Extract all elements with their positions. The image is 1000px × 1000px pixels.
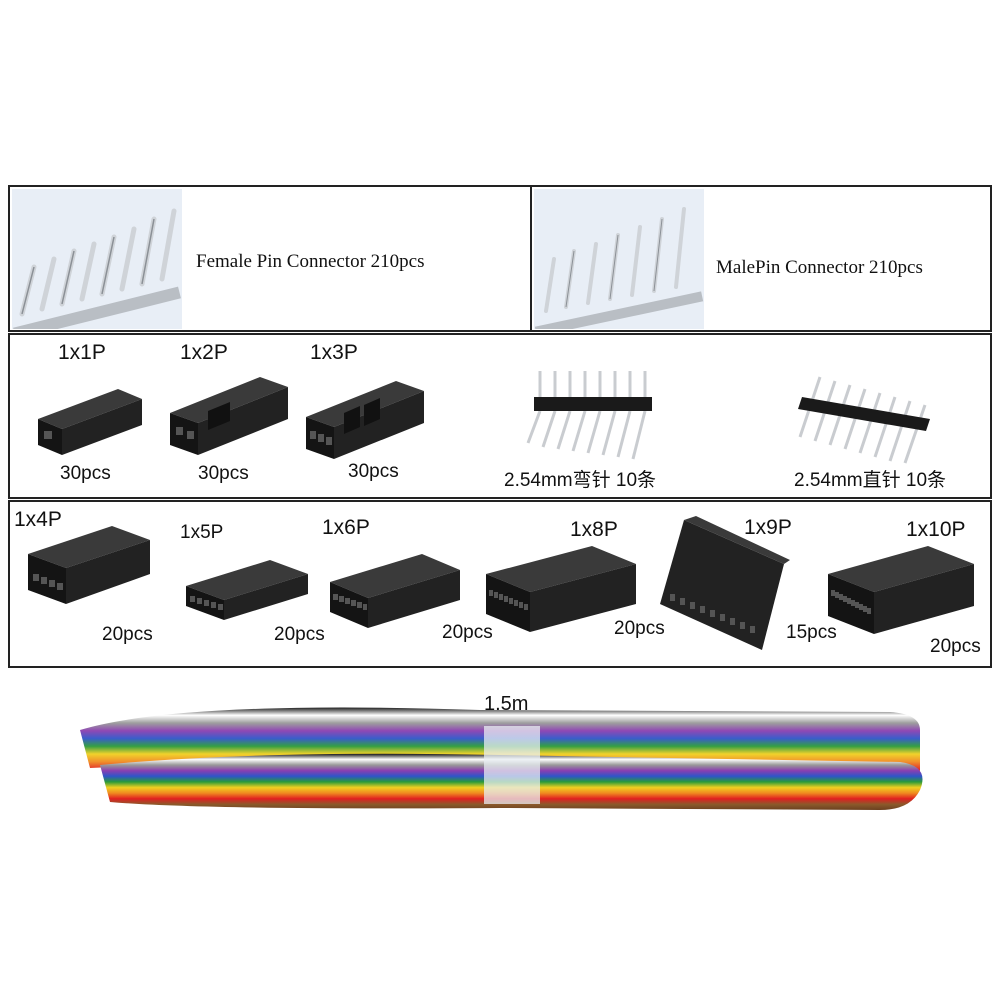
housing-1x8p-title: 1x8P	[570, 518, 618, 541]
cable-length-label: 1.5m	[484, 693, 529, 715]
housing-1x10p-image	[828, 546, 974, 634]
straight-header-image	[798, 376, 930, 464]
housing-1x4p-image	[28, 526, 150, 604]
housing-1x1p-qty: 30pcs	[60, 463, 111, 484]
housing-1x2p-title: 1x2P	[180, 341, 228, 364]
housing-1x8p-image	[486, 546, 636, 632]
housing-1x10p-qty: 20pcs	[930, 636, 981, 657]
housing-1x1p-title: 1x1P	[58, 341, 106, 364]
housing-1x6p-title: 1x6P	[322, 516, 370, 539]
male-pin-label: MalePin Connector 210pcs	[716, 257, 923, 278]
female-pins-photo	[12, 189, 182, 340]
housing-1x2p-image	[170, 377, 288, 455]
female-pin-strip-image	[13, 208, 181, 340]
housing-1x5p-title: 1x5P	[180, 522, 224, 543]
housing-1x9p-image	[660, 516, 790, 650]
housing-1x10p-title: 1x10P	[906, 518, 966, 541]
housing-1x6p-image	[330, 554, 460, 628]
housing-1x9p-qty: 15pcs	[786, 622, 837, 643]
rainbow-ribbon-cable-image	[80, 707, 923, 810]
housing-1x3p-title: 1x3P	[310, 341, 358, 364]
housing-1x3p-qty: 30pcs	[348, 461, 399, 482]
housing-1x4p-title: 1x4P	[14, 508, 62, 531]
housings-headers-panel: 1x1P 30pcs 1x2P 30pcs 1x3P 30pcs	[8, 333, 992, 499]
right-angle-header-image	[526, 371, 652, 460]
housing-1x8p-qty: 20pcs	[614, 618, 665, 639]
male-pins-photo	[534, 189, 704, 337]
housing-1x5p-qty: 20pcs	[274, 624, 325, 645]
housing-1x3p-image	[306, 381, 424, 459]
right-angle-header-label: 2.54mm弯针 10条	[504, 470, 657, 491]
female-pin-label: Female Pin Connector 210pcs	[196, 251, 425, 272]
housing-1x9p-title: 1x9P	[744, 516, 792, 539]
straight-header-label: 2.54mm直针 10条	[794, 470, 947, 491]
pin-connectors-panel: Female Pin Connector 210pcs MalePin Conn…	[8, 185, 992, 340]
housing-1x6p-qty: 20pcs	[442, 622, 493, 643]
male-pin-strip-image	[534, 207, 704, 337]
housing-1x1p-image	[38, 389, 142, 455]
housing-1x5p-image	[186, 560, 308, 620]
housing-1x4p-qty: 20pcs	[102, 624, 153, 645]
housing-1x2p-qty: 30pcs	[198, 463, 249, 484]
pins-divider	[530, 187, 532, 330]
large-housings-panel: 1x4P 20pcs 1x5P 20pcs 1x6P 20pcs 1x8P 20…	[8, 500, 992, 668]
